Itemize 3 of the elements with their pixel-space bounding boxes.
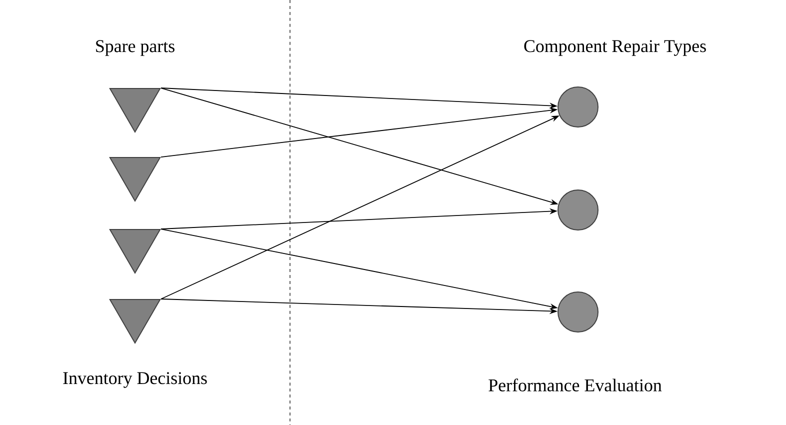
circle-marker (558, 292, 598, 332)
circle-marker (558, 190, 598, 230)
circle-marker (558, 86, 598, 128)
